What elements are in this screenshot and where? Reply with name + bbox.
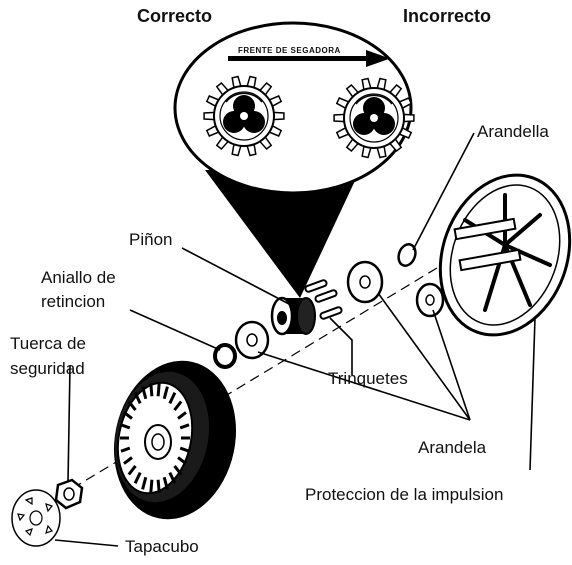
- tire-tread: [156, 479, 161, 493]
- label-washer-top: Arandella: [477, 122, 549, 141]
- pawls: [304, 279, 343, 320]
- tire-tread: [127, 464, 137, 476]
- hubcap: [11, 489, 61, 547]
- label-retaining-ring-1: Aniallo de: [41, 268, 116, 287]
- tire-tread: [177, 411, 187, 420]
- tire-tread: [123, 456, 133, 465]
- washer-inner: [234, 320, 270, 360]
- tire: [113, 360, 237, 520]
- tire-tread: [149, 383, 154, 397]
- label-incorrect: Incorrecto: [403, 6, 492, 26]
- tire-tread: [162, 386, 169, 400]
- lock-nut: [54, 478, 84, 510]
- label-pinion: Piñon: [129, 230, 173, 249]
- washer-small: [397, 243, 417, 267]
- pinion: [270, 296, 316, 336]
- tire-tread: [141, 476, 148, 490]
- leader-lines: [54, 132, 536, 547]
- tire-tread: [177, 456, 187, 465]
- label-direction: FRENTE DE SEGADORA: [238, 46, 341, 55]
- tire-tread: [168, 392, 177, 405]
- label-lock-nut-1: Tuerca de: [10, 334, 86, 353]
- tire-tread: [156, 383, 161, 397]
- label-pawls: Trinquetes: [328, 369, 408, 388]
- tire-tread: [123, 411, 133, 420]
- label-retaining-ring-2: retincion: [41, 292, 106, 311]
- tire-tread: [120, 446, 131, 453]
- label-drive-guard: Proteccion de la impulsion: [305, 485, 504, 504]
- retaining-ring: [213, 343, 237, 369]
- washer-large: [346, 260, 384, 304]
- inset-callout: [173, 21, 413, 298]
- washer-medium: [415, 282, 445, 318]
- tire-tread: [127, 400, 137, 412]
- label-washer: Arandela: [418, 438, 487, 457]
- direction-arrow: [228, 50, 390, 67]
- tire-tread: [149, 479, 154, 493]
- tire-tread: [173, 464, 183, 476]
- label-correct: Correcto: [137, 6, 213, 26]
- gear-incorrect: [333, 77, 415, 159]
- tire-tread: [173, 400, 183, 412]
- tire-tread: [141, 386, 148, 400]
- label-lock-nut-2: seguridad: [10, 359, 85, 378]
- tire-tread: [168, 471, 177, 484]
- tire-tread: [133, 392, 142, 405]
- tire-tread: [133, 471, 142, 484]
- gear-correct: [203, 75, 285, 157]
- tire-tread: [120, 423, 131, 430]
- tire-tread: [179, 423, 190, 430]
- drive-guard: [438, 173, 572, 337]
- label-hubcap: Tapacubo: [125, 537, 199, 556]
- tire-tread: [179, 446, 190, 453]
- tire-tread: [162, 476, 169, 490]
